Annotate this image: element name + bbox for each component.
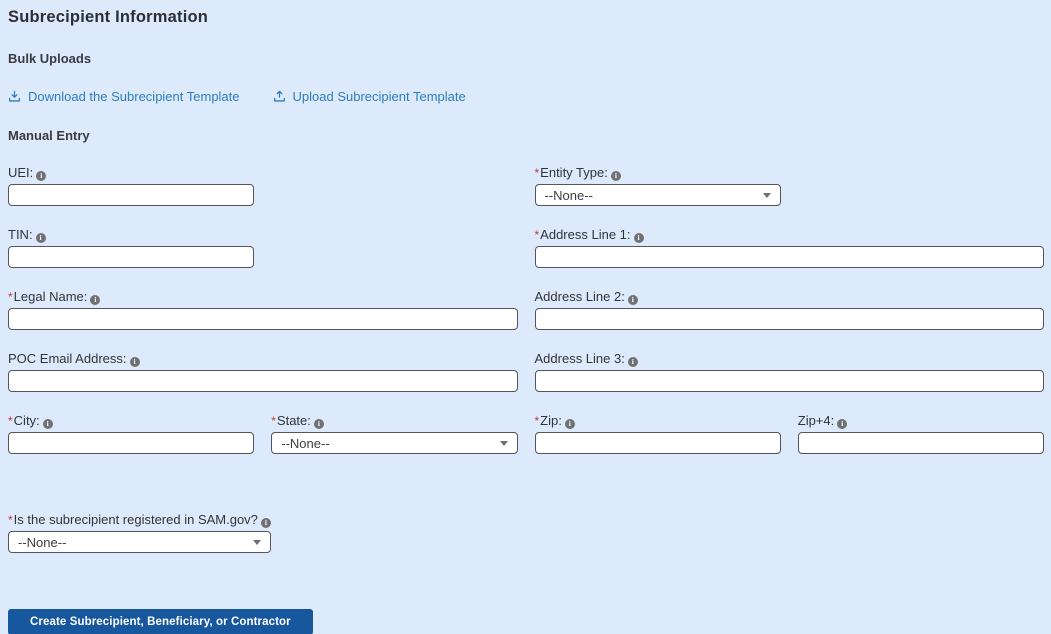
info-icon[interactable]: i [610,171,621,181]
zip-label-text: Zip: [540,413,562,428]
required-asterisk: * [534,228,540,242]
address-line-1-label: *Address Line 1:i [535,227,1045,243]
field-city: *City:i [8,413,255,454]
address-line-3-input[interactable] [534,370,1044,392]
address-line-2-input[interactable] [534,308,1044,330]
required-asterisk: * [8,513,13,527]
download-icon [8,90,21,103]
zip4-label-text: Zip+4: [797,413,835,428]
info-icon[interactable]: i [627,295,638,305]
field-state: *State:i --None-- [271,413,518,454]
download-template-link[interactable]: Download the Subrecipient Template [8,89,240,104]
chevron-down-icon [762,192,771,198]
address-line-2-label-text: Address Line 2: [534,289,625,304]
field-zip4: Zip+4:i [797,413,1044,454]
uei-label-text: UEI: [8,165,34,180]
field-entity-type: *Entity Type:i --None-- [534,165,781,206]
sam-registered-label: *Is the subrecipient registered in SAM.g… [8,512,271,528]
page-title: Subrecipient Information [8,8,209,26]
tin-label-text: TIN: [8,227,33,242]
info-icon[interactable]: i [313,419,324,429]
field-sam-registered: *Is the subrecipient registered in SAM.g… [8,512,271,553]
field-legal-name: *Legal Name:i [8,289,518,330]
upload-icon [273,90,286,103]
state-select[interactable]: --None-- [271,432,518,454]
info-icon[interactable]: i [260,518,271,528]
field-uei: UEI:i [8,165,255,206]
poc-email-input[interactable] [8,370,518,392]
address-line-3-label: Address Line 3:i [535,351,1045,367]
tin-input[interactable] [8,246,255,268]
field-zip: *Zip:i [534,413,781,454]
zip-label: *Zip:i [535,413,781,429]
poc-email-label-text: POC Email Address: [8,351,127,366]
template-links-row: Download the Subrecipient Template Uploa… [8,89,1044,104]
legal-name-input[interactable] [8,308,518,330]
field-poc-email: POC Email Address:i [8,351,518,392]
chevron-down-icon [252,539,261,545]
manual-entry-heading: Manual Entry [8,128,90,143]
info-icon[interactable]: i [90,295,101,305]
required-asterisk: * [271,414,276,428]
create-subrecipient-button[interactable]: Create Subrecipient, Beneficiary, or Con… [8,609,313,634]
tin-label: TIN:i [8,227,254,243]
legal-name-label-text: Legal Name: [13,289,88,304]
entity-type-selected-value: --None-- [544,187,593,203]
chevron-down-icon [499,440,508,446]
city-input[interactable] [8,432,255,454]
info-icon[interactable]: i [627,357,638,367]
address-line-3-label-text: Address Line 3: [534,351,625,366]
bulk-uploads-heading: Bulk Uploads [8,51,92,66]
address-line-1-label-text: Address Line 1: [540,227,631,242]
upload-template-label: Upload Subrecipient Template [292,89,466,104]
city-label: *City:i [8,413,254,429]
zip4-input[interactable] [797,432,1044,454]
info-icon[interactable]: i [564,419,575,429]
sam-registered-label-text: Is the subrecipient registered in SAM.go… [13,512,258,527]
uei-label: UEI:i [8,165,254,181]
info-icon[interactable]: i [129,357,140,367]
info-icon[interactable]: i [633,233,644,243]
entity-type-label-text: Entity Type: [540,165,608,180]
sam-registered-select[interactable]: --None-- [8,531,271,553]
city-label-text: City: [13,413,40,428]
poc-email-label: POC Email Address:i [8,351,518,367]
entity-type-label: *Entity Type:i [535,165,781,181]
info-icon[interactable]: i [42,419,53,429]
upload-template-link[interactable]: Upload Subrecipient Template [273,89,466,104]
state-selected-value: --None-- [281,435,330,451]
address-line-1-input[interactable] [534,246,1044,268]
field-address-line-2: Address Line 2:i [534,289,1045,330]
manual-entry-form: UEI:i *Entity Type:i --None-- TIN:i [8,165,1044,634]
uei-input[interactable] [8,184,255,206]
required-asterisk: * [534,166,540,180]
state-label: *State:i [271,413,517,429]
required-asterisk: * [534,414,540,428]
zip-input[interactable] [534,432,781,454]
info-icon[interactable]: i [36,171,47,181]
info-icon[interactable]: i [35,233,46,243]
entity-type-select[interactable]: --None-- [534,184,781,206]
zip4-label: Zip+4:i [798,413,1044,429]
field-address-line-1: *Address Line 1:i [534,227,1045,268]
legal-name-label: *Legal Name:i [8,289,518,305]
state-label-text: State: [276,413,311,428]
info-icon[interactable]: i [837,419,848,429]
field-address-line-3: Address Line 3:i [534,351,1045,392]
sam-registered-selected-value: --None-- [18,534,67,550]
field-tin: TIN:i [8,227,255,268]
download-template-label: Download the Subrecipient Template [28,89,240,104]
required-asterisk: * [8,290,13,304]
required-asterisk: * [8,414,13,428]
address-line-2-label: Address Line 2:i [535,289,1045,305]
